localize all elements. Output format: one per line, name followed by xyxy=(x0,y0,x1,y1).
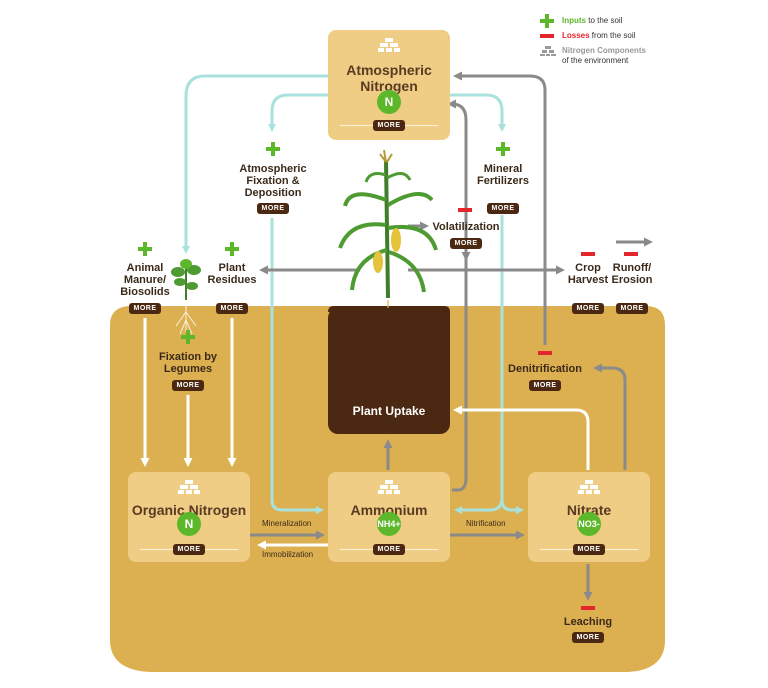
atmospheric-nitrogen-title: Atmospheric Nitrogen xyxy=(328,62,450,94)
runoff-line2: Erosion xyxy=(611,274,653,286)
plant-residues-line2: Residues xyxy=(207,274,257,286)
denitrification-minus-icon xyxy=(538,351,552,355)
ammonium-box: Ammonium NH4+ MORE xyxy=(328,472,450,562)
runoff-line1: Runoff/ xyxy=(612,262,652,274)
plant-residues-more-button[interactable]: MORE xyxy=(216,303,248,314)
legend-bricks-icon xyxy=(540,46,556,56)
fixation-legumes-more-button[interactable]: MORE xyxy=(172,380,204,391)
legend-losses: Losses from the soil xyxy=(562,31,635,41)
denitrification-more-button[interactable]: MORE xyxy=(529,380,561,391)
legend-components: Nitrogen Components xyxy=(562,46,646,56)
legend-inputs: Inputs to the soil xyxy=(562,16,622,26)
harvest-minus-icon xyxy=(581,252,595,256)
animal-manure-line2: Manure/ xyxy=(123,274,167,286)
arrow-nitrate-to-uptake xyxy=(453,405,590,470)
crop-harvest-line2: Harvest xyxy=(567,274,609,286)
fixation-legumes-label: Fixation by Legumes xyxy=(150,351,226,375)
mineral-fert-line2: Fertilizers xyxy=(477,175,529,187)
bricks-icon xyxy=(378,38,400,52)
arrow-mineral-to-nitrate xyxy=(500,300,524,514)
nitrogen-badge: N xyxy=(377,90,401,114)
runoff-more-button[interactable]: MORE xyxy=(616,303,648,314)
nitrate-more-button[interactable]: MORE xyxy=(573,544,605,555)
arrow-atm-to-mineral xyxy=(450,93,506,132)
manure-plus-icon xyxy=(138,242,152,256)
atm-fixation-line2: Fixation & xyxy=(246,175,300,187)
leaching-label: Leaching xyxy=(563,616,613,628)
nitrification-label: Nitrification xyxy=(466,519,506,528)
fixation-legumes-line2: Legumes xyxy=(163,363,213,375)
organic-nitrogen-more-button[interactable]: MORE xyxy=(173,544,205,555)
atmospheric-title-line1: Atmospheric xyxy=(346,62,432,78)
animal-manure-more-button[interactable]: MORE xyxy=(129,303,161,314)
plant-uptake-box: Plant Uptake xyxy=(328,308,450,434)
plant-residues-line1: Plant xyxy=(218,262,246,274)
mineralization-label: Mineralization xyxy=(262,519,312,528)
volatilization-more-button[interactable]: MORE xyxy=(450,238,482,249)
immobilization-label: Immobilization xyxy=(262,550,314,559)
atmospheric-more-button[interactable]: MORE xyxy=(373,120,405,131)
plant-uptake-title: Plant Uptake xyxy=(352,404,426,418)
mineral-fert-more-button[interactable]: MORE xyxy=(487,203,519,214)
fixation-plus-icon xyxy=(266,142,280,156)
arrow-ammonium-to-atm xyxy=(447,99,468,492)
bricks-icon xyxy=(178,480,200,494)
legend-losses-bold: Losses xyxy=(562,31,590,40)
nitrate-box: Nitrate NO3- MORE xyxy=(528,472,650,562)
legend-minus-icon xyxy=(540,34,554,38)
atmospheric-title-line2: Nitrogen xyxy=(360,78,418,94)
animal-manure-label: Animal Manure/ Biosolids xyxy=(112,262,178,298)
corn-plant-illustration xyxy=(338,149,438,299)
crop-harvest-more-button[interactable]: MORE xyxy=(572,303,604,314)
legend-plus-icon xyxy=(540,14,554,28)
mineral-plus-icon xyxy=(496,142,510,156)
legend-inputs-bold: Inputs xyxy=(562,16,586,25)
atm-fixation-label: Atmospheric Fixation & Deposition xyxy=(232,163,314,199)
atm-fixation-more-button[interactable]: MORE xyxy=(257,203,289,214)
ammonium-title: Ammonium xyxy=(350,502,428,518)
legumes-plus-icon xyxy=(181,330,195,344)
legend-components-bold: Nitrogen Components xyxy=(562,46,646,55)
volatilization-minus-icon xyxy=(458,208,472,212)
plant-residues-label: Plant Residues xyxy=(202,262,262,286)
leaching-more-button[interactable]: MORE xyxy=(572,632,604,643)
animal-manure-line1: Animal xyxy=(126,262,164,274)
denitrification-label: Denitrification xyxy=(508,363,582,375)
volatilization-label: Volatilization xyxy=(432,221,500,233)
legend-components-rest: of the environment xyxy=(562,56,629,65)
atmospheric-nitrogen-box: Atmospheric Nitrogen N MORE xyxy=(328,30,450,140)
legume-plant-illustration xyxy=(171,259,201,335)
organic-nitrogen-title: Organic Nitrogen xyxy=(131,502,247,518)
bricks-icon xyxy=(578,480,600,494)
runoff-label: Runoff/ Erosion xyxy=(606,262,658,286)
nitrate-title: Nitrate xyxy=(566,502,612,518)
crop-harvest-line1: Crop xyxy=(575,262,601,274)
organic-nitrogen-badge: N xyxy=(177,512,201,536)
arrow-denit-to-atm xyxy=(453,71,547,345)
legend-losses-rest: from the soil xyxy=(589,31,636,40)
mineral-fert-line1: Mineral xyxy=(483,163,523,175)
ammonium-more-button[interactable]: MORE xyxy=(373,544,405,555)
arrow-atm-to-fixation xyxy=(268,93,328,132)
bricks-icon xyxy=(378,480,400,494)
ammonium-badge: NH4+ xyxy=(377,512,401,536)
arrow-atm-to-legumes xyxy=(182,74,328,254)
atm-fixation-line3: Deposition xyxy=(244,187,302,199)
arrow-nitrate-to-denit xyxy=(593,363,627,470)
atm-fixation-line1: Atmospheric xyxy=(239,163,307,175)
arrow-fixation-to-ammonium xyxy=(270,218,324,514)
leaching-minus-icon xyxy=(581,606,595,610)
residues-plus-icon xyxy=(225,242,239,256)
organic-nitrogen-box: Organic Nitrogen N MORE xyxy=(128,472,250,562)
legend-inputs-rest: to the soil xyxy=(586,16,623,25)
crop-harvest-label: Crop Harvest xyxy=(560,262,616,286)
mineral-fert-label: Mineral Fertilizers xyxy=(470,163,536,187)
runoff-minus-icon xyxy=(624,252,638,256)
nitrate-badge: NO3- xyxy=(577,512,601,536)
animal-manure-line3: Biosolids xyxy=(120,286,170,298)
fixation-legumes-line1: Fixation by xyxy=(158,351,218,363)
